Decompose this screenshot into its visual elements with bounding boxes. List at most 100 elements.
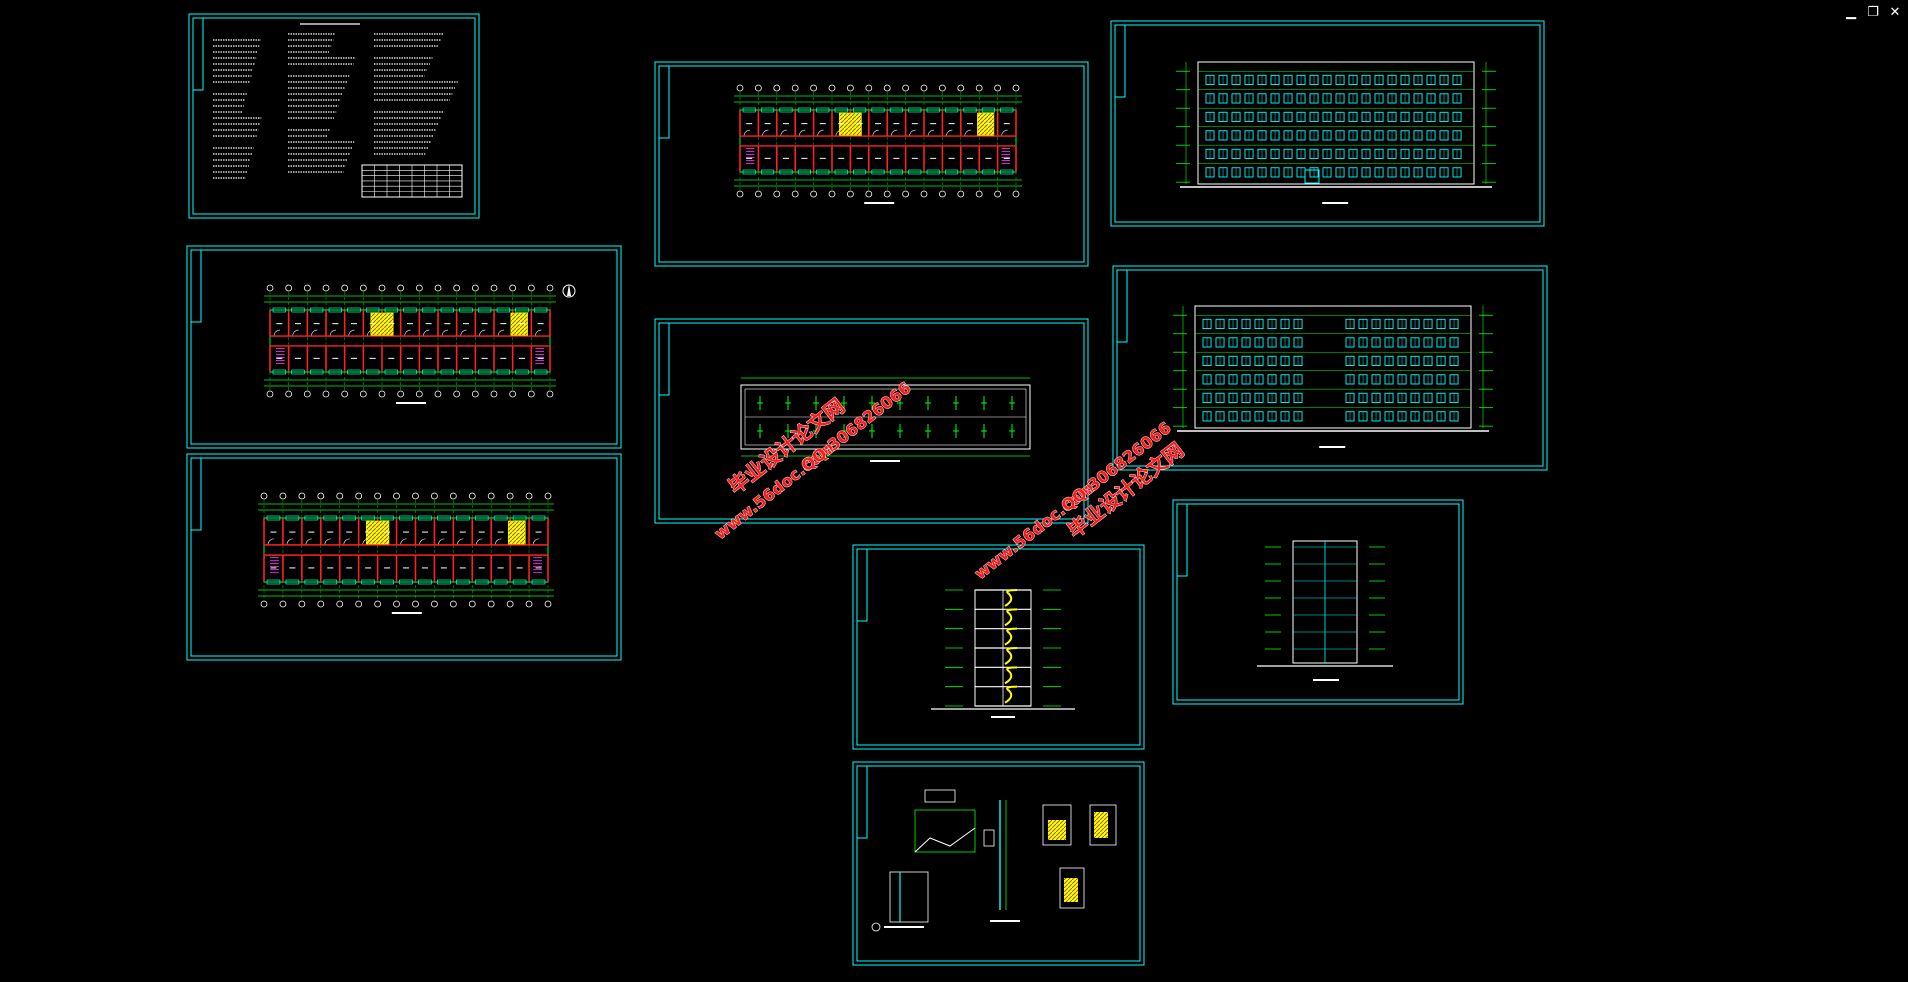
window <box>981 107 995 113</box>
window <box>834 169 848 175</box>
window <box>742 169 756 175</box>
axis-bubble <box>317 492 325 500</box>
door-swing <box>927 129 935 137</box>
axis-bubble <box>471 284 479 292</box>
window <box>266 579 281 585</box>
axis-bubble <box>883 84 891 92</box>
axis-bubble <box>847 84 854 92</box>
axis-bubble <box>791 84 799 92</box>
axis-bubble <box>298 600 306 608</box>
window <box>437 579 451 585</box>
window <box>981 169 995 175</box>
sheet-elevation-side[interactable] <box>1172 499 1464 705</box>
sheet-design-notes[interactable] <box>188 13 480 219</box>
window <box>889 169 903 175</box>
stair-block <box>510 312 528 336</box>
window-controls: ▁ ❐ ✕ <box>1844 6 1902 20</box>
axis-bubble <box>544 600 552 608</box>
axis-bubble <box>546 284 554 292</box>
window <box>533 369 548 375</box>
door-swing <box>479 329 486 337</box>
door-swing <box>535 329 542 337</box>
window <box>347 307 361 313</box>
window <box>440 307 455 313</box>
restore-icon[interactable]: ❐ <box>1867 5 1879 20</box>
door-swing <box>494 538 502 545</box>
door-swing <box>419 538 426 545</box>
axis-bubble <box>468 492 476 500</box>
axis-bubble <box>336 492 344 500</box>
sheet-elevation-front[interactable] <box>1110 20 1545 227</box>
detail-fixture <box>1059 867 1085 909</box>
window <box>797 169 811 175</box>
window <box>365 369 380 375</box>
axis-bubble <box>471 390 479 398</box>
stair-flight <box>1004 627 1018 646</box>
door-swing <box>964 129 971 137</box>
window <box>797 107 811 113</box>
sheet-floor-plan-3[interactable] <box>654 61 1089 267</box>
window <box>459 307 473 313</box>
sheet-roof-plan[interactable] <box>654 318 1089 524</box>
sheet-floor-plan-1[interactable] <box>186 245 622 449</box>
stair-flight <box>1004 666 1018 685</box>
plan-outline <box>269 309 551 373</box>
axis-bubble <box>755 84 762 92</box>
window <box>309 369 324 375</box>
axis-bubble <box>412 600 419 608</box>
axis-bubble <box>285 390 293 398</box>
axis-bubble <box>975 190 983 198</box>
axis-bubble <box>397 284 405 292</box>
window <box>418 579 432 585</box>
axis-bubble <box>525 492 533 500</box>
door-swing <box>404 329 411 337</box>
window <box>455 515 470 521</box>
window <box>742 107 756 113</box>
axis-bubble <box>453 284 461 292</box>
window <box>889 107 903 113</box>
sheet-section[interactable] <box>852 544 1145 750</box>
axis-bubble <box>415 284 423 292</box>
axis-bubble <box>359 284 367 292</box>
detail-stair <box>914 809 976 853</box>
axis-bubble <box>415 390 423 398</box>
door-swing <box>438 538 445 545</box>
window <box>437 515 451 521</box>
minimize-icon[interactable]: ▁ <box>1846 5 1856 20</box>
door-swing <box>400 538 407 545</box>
axis-bubble <box>374 492 382 500</box>
axis-bubble <box>527 390 535 398</box>
window <box>531 579 546 585</box>
window <box>342 579 357 585</box>
plan-title <box>864 202 895 204</box>
sheet-elevation-rear[interactable] <box>1112 265 1548 471</box>
axis-bubble <box>847 190 854 198</box>
window <box>266 515 281 521</box>
window <box>421 307 436 313</box>
sheet-floor-plan-2[interactable] <box>186 453 622 661</box>
window <box>474 579 489 585</box>
axis-bubble <box>957 84 965 92</box>
detail-bubble <box>871 922 881 932</box>
window <box>291 369 305 375</box>
entrance-door <box>1304 169 1320 184</box>
axis-bubble <box>994 190 1001 198</box>
window <box>963 107 977 113</box>
toilet-block <box>839 112 862 136</box>
sheet-details[interactable] <box>852 761 1145 966</box>
plan-title <box>391 612 422 614</box>
axis-bubble <box>266 390 274 398</box>
plan-outline <box>263 517 549 583</box>
axis-bubble <box>883 190 891 198</box>
door-swing <box>311 329 318 337</box>
window <box>926 107 940 113</box>
axis-bubble <box>317 600 325 608</box>
window <box>853 107 867 113</box>
window <box>853 169 867 175</box>
close-icon[interactable]: ✕ <box>1889 5 1901 20</box>
window <box>272 369 287 375</box>
axis-bubble <box>279 492 287 500</box>
window <box>908 107 922 113</box>
detail-fixture-fill <box>1064 878 1078 902</box>
